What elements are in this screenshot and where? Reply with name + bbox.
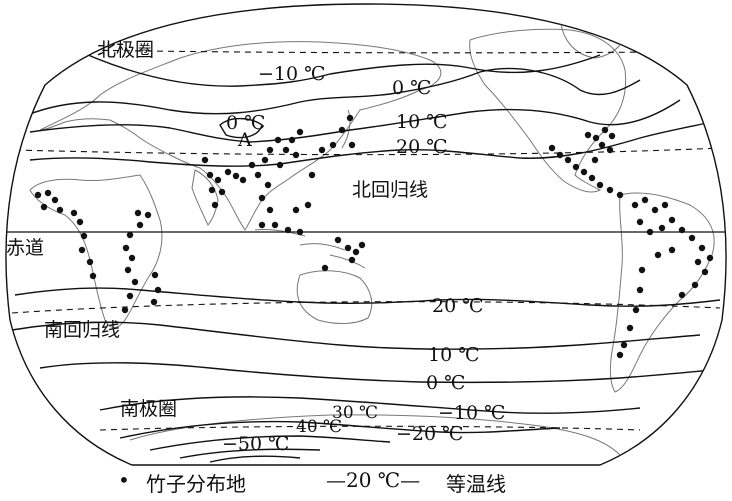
legend: • 竹子分布地 —20 ℃— 等温线 [0,462,732,498]
isotherm-minus20-south [119,420,561,439]
isotherm-20-north [29,119,721,167]
arctic-circle-line [79,49,661,54]
isotherm-label-minus20-south: −20 ℃ [396,423,463,445]
isotherm-minus10-south [99,396,641,414]
isotherm-10-north [29,99,681,143]
isotherm-0-south [39,362,713,384]
legend-line-symbol: —20 ℃— [326,468,421,492]
isotherm-label-0-tibet: 0 ℃ [226,112,265,134]
isotherm-label-40-south: 40 ℃ [296,417,342,437]
antarctic-circle-line [99,425,641,431]
label-point-a: A [237,129,252,151]
isotherm-0-tibet [219,117,263,139]
isotherm-label-minus10-north: −10 ℃ [258,63,325,85]
bamboo-dots [34,114,714,359]
map-frame [5,3,727,466]
tropic-capricorn-line [11,301,721,314]
legend-dot-symbol: • [118,468,130,492]
label-arctic-circle: 北极圈 [97,39,154,61]
isotherm-minus50-south [209,455,301,463]
legend-dot-text: 竹子分布地 [146,472,246,496]
latitude-lines [11,49,721,431]
isotherm-minus30-south [149,435,391,451]
isotherm-label-20-south: 20 ℃ [432,295,483,317]
label-equator: 赤道 [6,237,44,259]
label-tropic-capricorn: 南回归线 [44,319,120,341]
label-antarctic-circle: 南极圈 [120,398,177,420]
isotherm-label-10-south: 10 ℃ [428,344,479,366]
legend-line-text: 等温线 [446,472,506,496]
isotherm-label-minus50-south: −50 ℃ [222,433,289,455]
label-tropic-cancer: 北回归线 [352,179,428,201]
isotherm-20-south [14,287,721,307]
isotherm-label-minus10-south: −10 ℃ [438,402,505,424]
isotherm-label-20-north: 20 ℃ [396,136,447,158]
isotherm-10-south [11,321,701,350]
isotherm-label-30-south: 30 ℃ [332,403,378,423]
isotherms [11,41,721,463]
tropic-cancer-line [14,147,721,156]
isotherm-label-10-north: 10 ℃ [396,111,447,133]
isotherm-label-0-south: 0 ℃ [426,372,465,394]
isotherm-minus10-north [59,41,601,87]
isotherm-minus40-south [179,448,321,459]
isotherm-label-0-north: 0 ℃ [392,77,431,99]
isotherm-0-north [19,67,641,119]
